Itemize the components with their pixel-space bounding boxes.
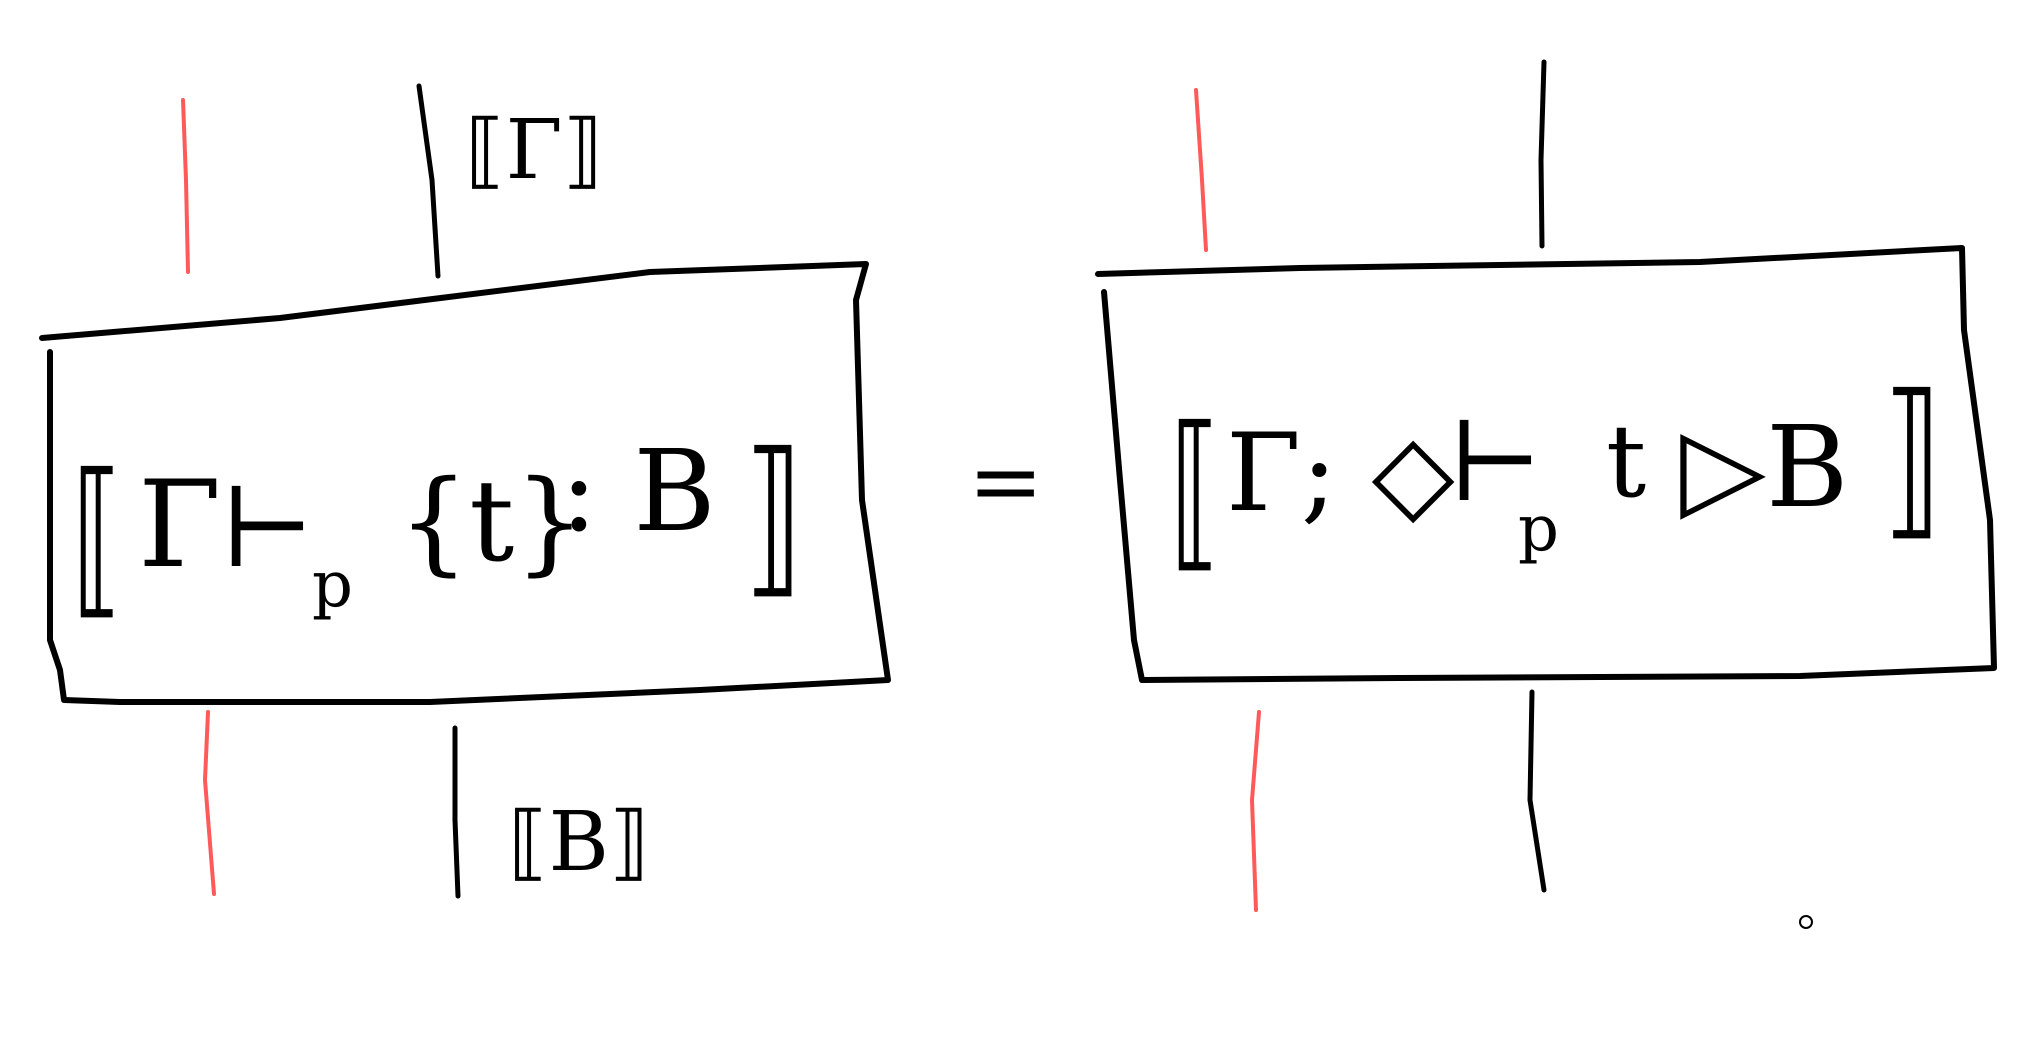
right-diagram: ⟦ Γ; ◇ ⊢ p t ▷B ⟧ [1095, 59, 1997, 912]
left-formula-close-bracket: ⟧ [744, 416, 803, 614]
right-formula-subscript: p [1518, 492, 1559, 566]
left-bottom-red-wire [202, 710, 216, 896]
right-box-formula: ⟦ Γ; ◇ ⊢ p t ▷B ⟧ [1170, 358, 1942, 589]
right-formula-type: ▷B [1680, 403, 1848, 533]
left-formula-context: Γ [138, 456, 221, 595]
left-box-formula: ⟦ Γ ⊢ p {t} : B ⟧ [72, 416, 803, 636]
right-bottom-red-wire [1249, 710, 1261, 912]
right-morphism-box [1095, 245, 1997, 683]
left-formula-body: {t} [398, 457, 586, 587]
right-formula-close-bracket: ⟧ [1883, 358, 1942, 556]
left-top-wire-label: ⟦Γ⟧ [465, 103, 603, 198]
left-formula-type: : B [560, 427, 716, 557]
equals-sign: = [968, 429, 1043, 534]
left-formula-open-bracket: ⟦ [72, 439, 123, 637]
right-formula-open-bracket: ⟦ [1170, 392, 1221, 590]
right-formula-body: t [1606, 403, 1646, 520]
cursor-indicator [1799, 915, 1813, 929]
left-formula-subscript: p [312, 548, 353, 622]
right-formula-turnstile: ⊢ [1448, 398, 1543, 526]
left-top-black-wire [416, 83, 441, 279]
right-bottom-black-wire [1527, 689, 1547, 893]
left-diagram: ⟦Γ⟧ ⟦ Γ ⊢ p {t} : B ⟧ ⟦B⟧ [39, 83, 891, 899]
right-top-black-wire [1538, 59, 1547, 249]
right-top-red-wire [1194, 88, 1208, 252]
right-formula-context: Γ; ◇ [1226, 411, 1455, 536]
left-morphism-box [39, 261, 891, 705]
left-bottom-wire-label: ⟦B⟧ [508, 795, 649, 890]
left-formula-turnstile: ⊢ [220, 464, 315, 592]
left-top-red-wire [181, 98, 190, 274]
left-bottom-black-wire [452, 725, 461, 899]
